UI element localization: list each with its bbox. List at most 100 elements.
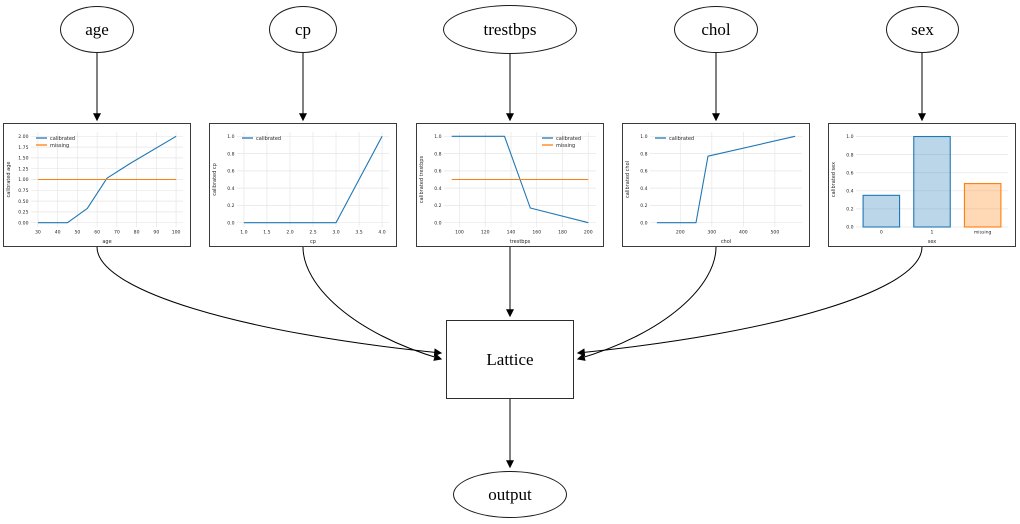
x-tick-label: 100 [455, 230, 464, 236]
x-tick-label: 200 [584, 230, 593, 236]
input-node-age: age [60, 6, 134, 53]
y-tick-label: 0.6 [640, 169, 647, 175]
y-tick-label: 1.25 [18, 166, 28, 172]
y-tick-label: 0.4 [640, 186, 647, 192]
y-tick-label: 0.2 [227, 203, 234, 209]
legend-label-calibrated: calibrated [669, 136, 694, 142]
input-node-cp-label: cp [294, 19, 312, 39]
x-axis-label: sex [928, 239, 937, 245]
legend-label-calibrated: calibrated [556, 136, 581, 142]
series-line-calibrated [37, 135, 177, 224]
calibrator-chart-age-plot: 0.00 0.25 0.50 0.75 1.00 1.25 1.50 1.75 2.00 30 40… [6, 132, 183, 245]
bar-1 [913, 135, 951, 228]
y-tick-label: 0.8 [846, 152, 853, 158]
x-tick-label: 2.5 [309, 230, 316, 236]
y-tick-label: 2.00 [18, 134, 28, 140]
x-tick-label: 180 [558, 230, 567, 236]
x-axis-label: age [102, 239, 111, 245]
y-axis-label: calibrated chol [625, 161, 631, 198]
x-tick-label: 40 [55, 230, 61, 236]
y-tick-label: 0.50 [18, 199, 28, 205]
y-tick-label: 1.50 [18, 156, 28, 162]
x-tick-label: 3.5 [355, 230, 362, 236]
edge-sex-to-lattice [576, 246, 923, 357]
x-tick-label: missing [974, 230, 992, 236]
x-tick-label: 160 [532, 230, 541, 236]
y-tick-label: 0.25 [18, 210, 28, 216]
y-tick-label: 1.75 [18, 145, 28, 151]
input-node-cp: cp [269, 6, 337, 53]
y-tick-label: 0.4 [434, 186, 441, 192]
legend-label-calibrated: calibrated [256, 136, 281, 142]
y-tick-label: 0.8 [640, 151, 647, 157]
series-line-calibrated [656, 135, 796, 224]
input-node-sex-label: sex [911, 19, 934, 39]
legend-label-missing: missing [50, 143, 69, 149]
plot-area [856, 132, 1008, 227]
y-tick-label: 0.2 [434, 203, 441, 209]
x-axis-label: cp [310, 239, 316, 245]
calibrator-chart-trestbps-plot: 0.0 0.2 0.4 0.6 0.8 1.0 100 120 140 160 180 200 tres… [419, 132, 596, 245]
y-tick-label: 0.00 [18, 220, 28, 226]
x-tick-label: 140 [507, 230, 516, 236]
output-node: output [453, 471, 567, 518]
input-node-sex: sex [886, 6, 959, 53]
y-axis-label: calibrated age [6, 162, 12, 198]
legend-label-missing: missing [556, 143, 575, 149]
edge-chol-to-lattice [576, 246, 717, 361]
plot-area [650, 132, 802, 227]
y-tick-label: 0.2 [846, 207, 853, 213]
y-tick-label: 0.6 [434, 169, 441, 175]
x-tick-label: 70 [114, 230, 120, 236]
x-tick-label: 120 [481, 230, 490, 236]
y-tick-label: 0.2 [640, 203, 647, 209]
x-tick-label: 400 [739, 230, 748, 236]
x-tick-label: 500 [770, 230, 779, 236]
y-tick-label: 0.0 [434, 220, 441, 226]
y-tick-label: 0.4 [846, 189, 853, 195]
x-tick-label: 30 [35, 230, 41, 236]
y-tick-label: 0.4 [227, 186, 234, 192]
series-line-calibrated [451, 135, 589, 224]
x-tick-label: 300 [707, 230, 716, 236]
output-node-label: output [488, 484, 532, 504]
calibrator-chart-sex: 0.0 0.2 0.4 0.6 0.8 1.0 0 1 missing sex calibrated… [828, 123, 1016, 247]
edge-age-to-lattice [96, 246, 443, 357]
x-tick-label: 1.0 [240, 230, 247, 236]
y-tick-label: 0.0 [640, 220, 647, 226]
x-tick-label: 2.0 [286, 230, 293, 236]
input-node-age-label: age [85, 19, 109, 39]
y-tick-label: 0.0 [846, 225, 853, 231]
input-node-trestbps-label: trestbps [483, 19, 537, 39]
x-tick-label: 100 [172, 230, 181, 236]
x-tick-label: 3.0 [332, 230, 339, 236]
lattice-node: Lattice [446, 320, 574, 399]
y-tick-label: 1.0 [846, 134, 853, 140]
x-axis-label: trestbps [510, 239, 531, 245]
bar-0 [862, 194, 901, 228]
y-tick-label: 1.0 [434, 134, 441, 140]
x-tick-label: 1 [931, 230, 934, 236]
x-tick-label: 1.5 [263, 230, 270, 236]
y-axis-label: calibrated sex [831, 162, 837, 197]
input-node-chol: chol [674, 6, 758, 53]
input-node-chol-label: chol [701, 19, 731, 39]
legend-label-calibrated: calibrated [50, 136, 75, 142]
y-tick-label: 0.6 [846, 170, 853, 176]
y-axis-label: calibrated cp [212, 163, 218, 196]
y-tick-label: 0.75 [18, 188, 28, 194]
x-axis-label: chol [721, 239, 731, 245]
x-tick-label: 60 [94, 230, 100, 236]
y-tick-label: 0.8 [434, 151, 441, 157]
calibrator-chart-trestbps: 0.0 0.2 0.4 0.6 0.8 1.0 100 120 140 160 180 200 tres… [416, 123, 604, 247]
x-tick-label: 0 [880, 230, 883, 236]
x-tick-label: 80 [134, 230, 140, 236]
y-tick-label: 1.00 [18, 177, 28, 183]
series-line-calibrated [243, 136, 383, 224]
